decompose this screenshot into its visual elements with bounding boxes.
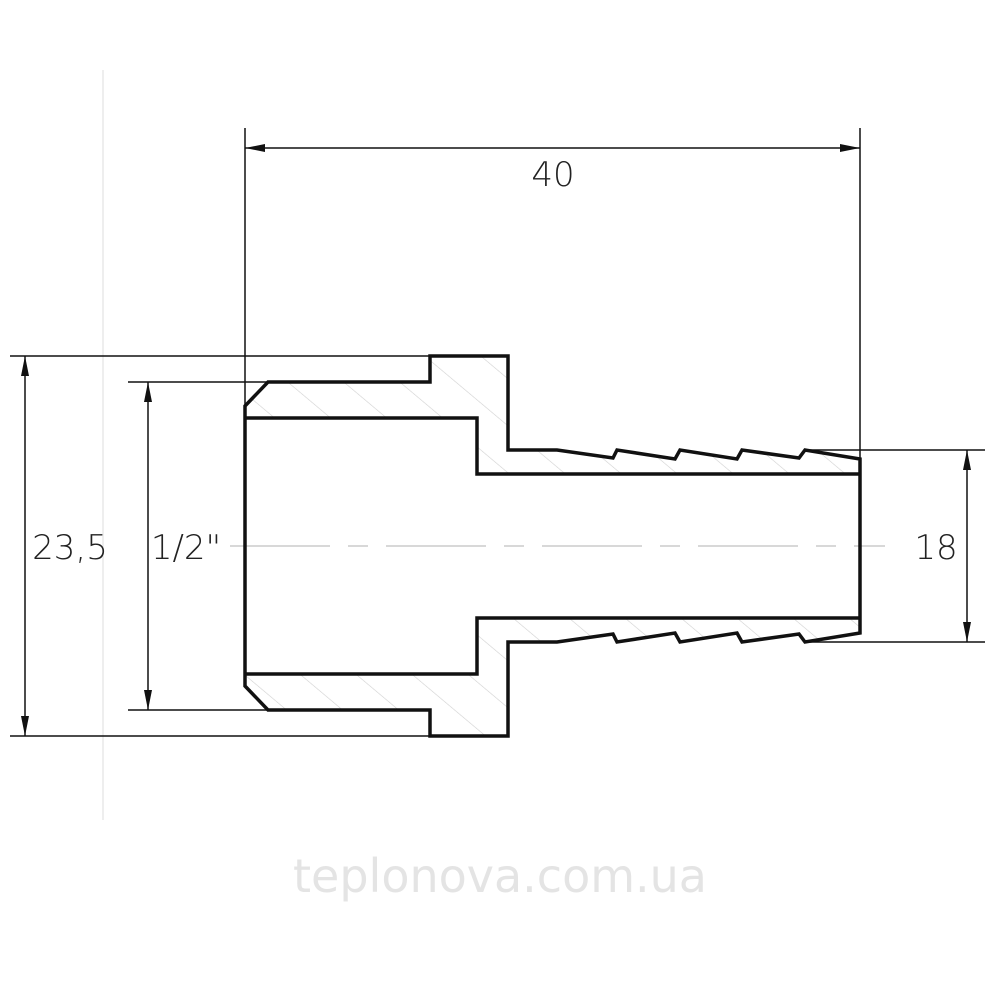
dimension-hose-label: 18 [914,528,957,568]
section-hatch [245,356,860,736]
dimension-thread-label: 1/2" [151,528,221,568]
dimension-outer-diameter-label: 23,5 [32,528,108,568]
extension-lines [10,128,985,737]
dimension-length-label: 40 [531,155,574,195]
watermark: teplonova.com.ua [293,849,707,903]
fitting-outline [243,354,862,738]
